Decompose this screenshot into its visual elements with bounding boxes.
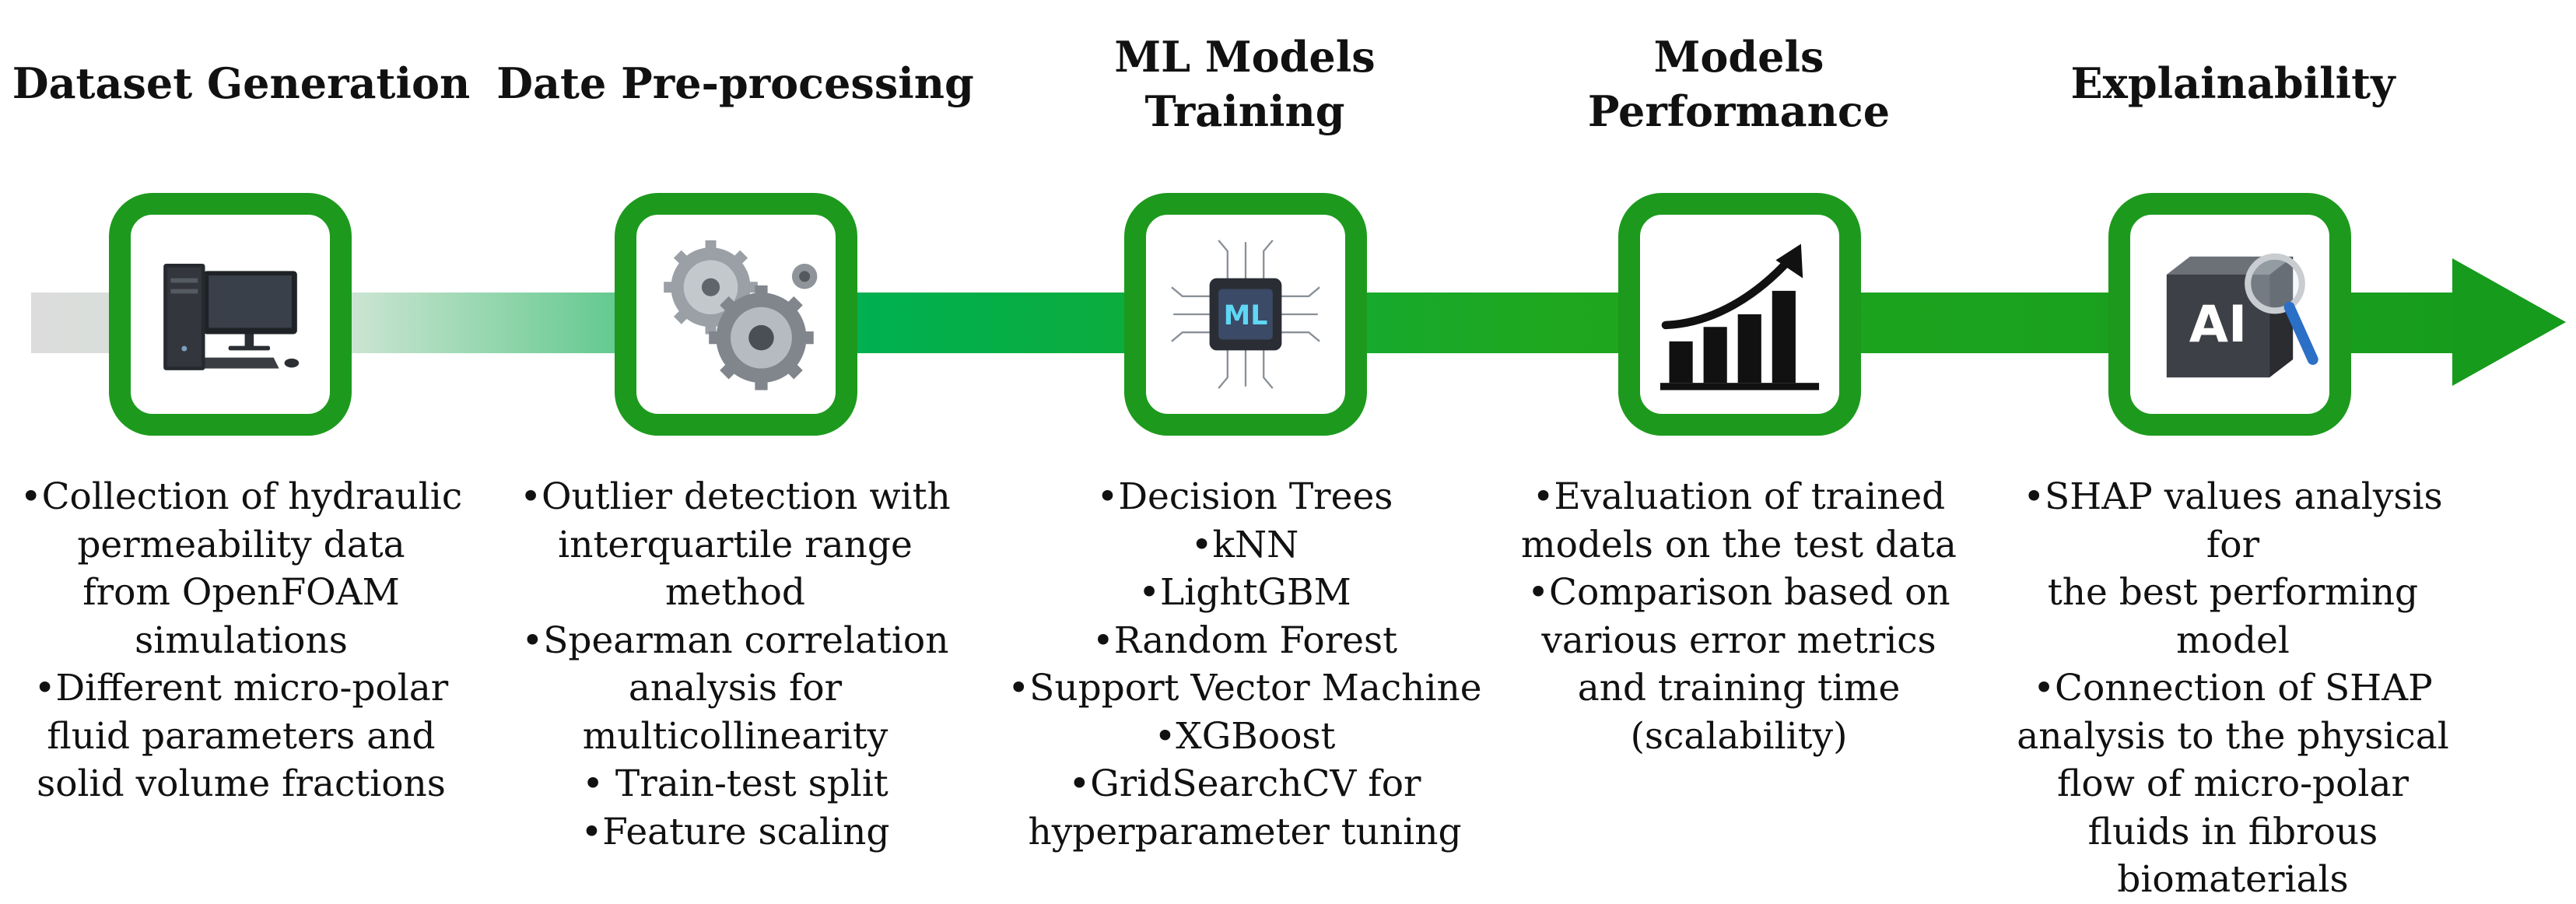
stage-bullet-list: •Collection of hydraulic permeability da… [0,473,482,808]
bullet-line: solid volume fractions [37,762,446,805]
stage-title-line: Training [1144,86,1345,136]
stage-icon-frame [1618,193,1861,436]
bullet-line: •Comparison based on [1527,571,1950,614]
bullet-line: •Decision Trees [1096,475,1393,518]
stage-icon-frame: ML [1124,193,1367,436]
bullet-line: •kNN [1190,523,1299,566]
bullet-line: •Connection of SHAP [2033,667,2433,710]
stage-title-line: Date Pre-processing [496,58,974,108]
bullet-line: (scalability) [1630,714,1848,758]
bullet-line: •Collection of hydraulic [19,475,463,518]
bullet-line: permeability data [77,523,405,566]
bullet-line: analysis for [628,667,843,710]
stage-title-line: Models [1653,32,1824,82]
desktop-computer-icon [163,264,300,370]
ai-cube-magnifier-icon: AI [2166,253,2318,378]
svg-text:ML: ML [1224,300,1268,331]
stage-title-line: Dataset Generation [12,58,471,108]
stage-title: Models Performance [1498,30,1980,138]
rising-bar-chart-icon [1660,244,1820,391]
stage-title-line: Explainability [2070,58,2396,108]
bullet-line: • Train-test split [582,762,888,805]
bullet-line: model [2176,618,2290,662]
bullet-line: •SHAP values analysis for [2023,475,2443,566]
stage-title: Dataset Generation [0,56,482,110]
bullet-line: •Feature scaling [580,810,890,853]
bullet-line: interquartile range [558,523,913,566]
bullet-line: •GridSearchCV for [1068,762,1421,805]
stage-bullet-list: •Decision Trees •kNN •LightGBM •Random F… [1004,473,1486,856]
stage-title: Date Pre-processing [494,56,976,110]
bullet-line: method [665,571,805,614]
stage-title: ML Models Training [1004,30,1486,138]
arrow-head [2452,258,2566,386]
bullet-line: •Evaluation of trained [1532,475,1946,518]
bullet-line: •Support Vector Machine [1008,667,1482,710]
bullet-line: various error metrics [1541,618,1936,662]
stage-icon-frame [615,193,857,436]
bullet-line: fluid parameters and [47,714,436,758]
stage-bullet-list: •Evaluation of trained models on the tes… [1498,473,1980,760]
stage-icon-frame [109,193,352,436]
bullet-line: hyperparameter tuning [1028,810,1462,853]
bullet-line: •Different micro-polar [33,667,449,710]
bullet-line: •LightGBM [1138,571,1351,614]
bullet-line: •XGBoost [1154,714,1336,758]
bullet-line: •Outlier detection with [520,475,951,518]
stage-bullet-list: •SHAP values analysis for the best perfo… [1992,473,2474,904]
bullet-line: and training time [1577,667,1901,710]
bullet-line: •Random Forest [1092,618,1397,662]
bullet-line: models on the test data [1521,523,1957,566]
bullet-line: from OpenFOAM [82,571,400,614]
bullet-line: multicollinearity [582,714,888,758]
bullet-line: simulations [135,618,348,662]
stage-title-line: Performance [1587,86,1891,136]
bullet-line: the best performing [2047,571,2419,614]
bullet-line: analysis to the physical [2017,714,2449,758]
bullet-line: fluids in fibrous [2087,810,2378,853]
svg-text:AI: AI [2189,296,2247,354]
stage-bullet-list: •Outlier detection with interquartile ra… [494,473,976,856]
bullet-line: •Spearman correlation [521,618,949,662]
bullet-line: flow of micro-polar [2057,762,2409,805]
bullet-line: biomaterials [2117,858,2349,901]
stage-title: Explainability [1992,56,2474,110]
stage-icon-frame: AI [2108,193,2351,436]
ml-chip-icon: ML [1171,240,1320,389]
gears-icon [664,240,818,391]
stage-title-line: ML Models [1114,32,1376,82]
